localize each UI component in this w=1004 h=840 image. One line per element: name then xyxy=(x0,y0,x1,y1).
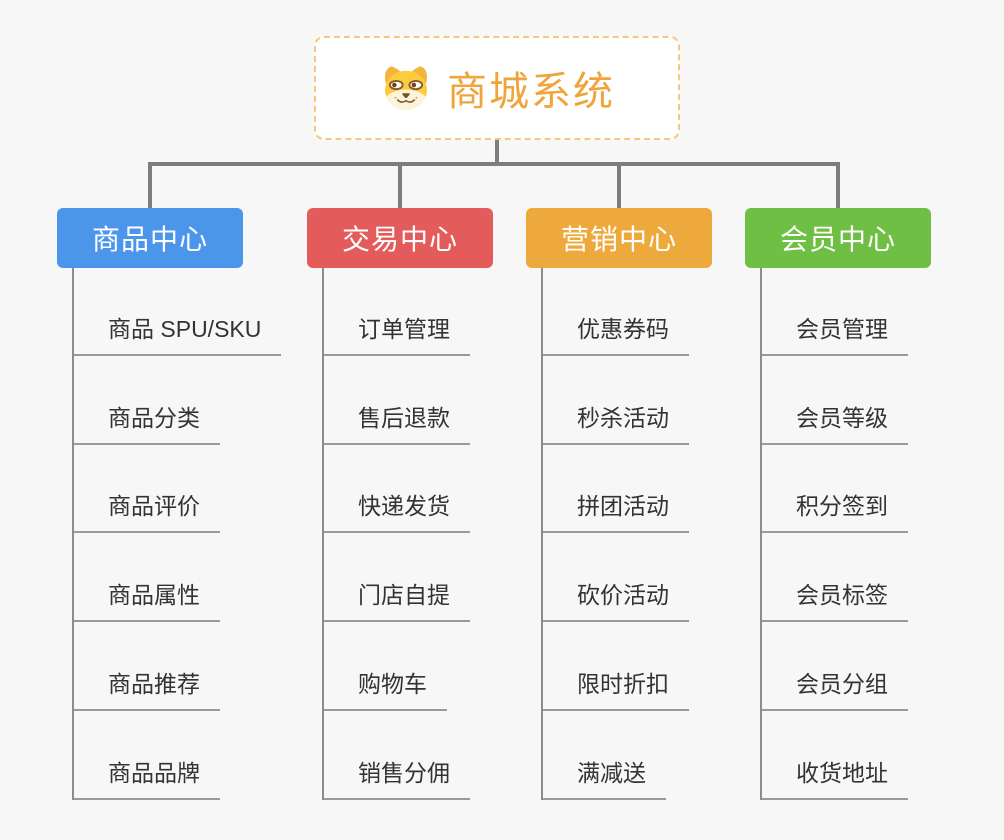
leaf-label: 砍价活动 xyxy=(577,582,669,608)
leaf-node-product-center-0[interactable]: 商品 SPU/SKU xyxy=(74,314,282,356)
leaf-node-member-center-5[interactable]: 收货地址 xyxy=(762,758,908,800)
leaf-node-marketing-center-4[interactable]: 限时折扣 xyxy=(543,669,689,711)
connector-stub xyxy=(617,162,621,208)
branch-header-member-center[interactable]: 会员中心 xyxy=(745,208,931,268)
leaf-label: 会员管理 xyxy=(796,316,888,342)
branch-items-marketing-center: 优惠券码 秒杀活动 拼团活动 砍价活动 限时折扣 满减送 xyxy=(541,268,773,800)
leaf-node-trade-center-4[interactable]: 购物车 xyxy=(324,669,447,711)
leaf-node-marketing-center-1[interactable]: 秒杀活动 xyxy=(543,403,689,445)
root-title: 商城系统 xyxy=(447,70,615,114)
leaf-label: 售后退款 xyxy=(358,405,450,431)
leaf-label: 优惠券码 xyxy=(577,316,669,342)
branch-items-member-center: 会员管理 会员等级 积分签到 会员标签 会员分组 收货地址 xyxy=(760,268,992,800)
leaf-label: 商品推荐 xyxy=(108,671,200,697)
leaf-label: 快递发货 xyxy=(358,493,450,519)
leaf-node-marketing-center-0[interactable]: 优惠券码 xyxy=(543,314,689,356)
leaf-label: 购物车 xyxy=(358,671,427,697)
dog-face-icon xyxy=(385,66,427,110)
branch-label: 交易中心 xyxy=(341,224,458,255)
branch-label: 营销中心 xyxy=(560,224,677,255)
leaf-node-marketing-center-2[interactable]: 拼团活动 xyxy=(543,491,689,533)
leaf-label: 商品 SPU/SKU xyxy=(108,316,262,342)
leaf-label: 积分签到 xyxy=(796,493,888,519)
branch-items-product-center: 商品 SPU/SKU 商品分类 商品评价 商品属性 商品推荐 商品品牌 xyxy=(72,268,304,800)
leaf-label: 拼团活动 xyxy=(577,493,669,519)
connector-horizontal xyxy=(148,162,840,166)
leaf-node-trade-center-5[interactable]: 销售分佣 xyxy=(324,758,470,800)
leaf-node-trade-center-1[interactable]: 售后退款 xyxy=(324,403,470,445)
leaf-label: 会员标签 xyxy=(796,582,888,608)
leaf-node-trade-center-2[interactable]: 快递发货 xyxy=(324,491,470,533)
leaf-node-product-center-2[interactable]: 商品评价 xyxy=(74,491,220,533)
leaf-label: 商品属性 xyxy=(108,582,200,608)
leaf-label: 会员分组 xyxy=(796,671,888,697)
leaf-label: 商品分类 xyxy=(108,405,200,431)
connector-trunk xyxy=(495,140,499,164)
branch-items-trade-center: 订单管理 售后退款 快递发货 门店自提 购物车 销售分佣 xyxy=(322,268,554,800)
connector-stub xyxy=(836,162,840,208)
leaf-node-member-center-0[interactable]: 会员管理 xyxy=(762,314,908,356)
leaf-node-member-center-4[interactable]: 会员分组 xyxy=(762,669,908,711)
leaf-label: 门店自提 xyxy=(358,582,450,608)
leaf-node-trade-center-0[interactable]: 订单管理 xyxy=(324,314,470,356)
branch-header-marketing-center[interactable]: 营销中心 xyxy=(526,208,712,268)
leaf-label: 销售分佣 xyxy=(358,760,450,786)
leaf-node-product-center-5[interactable]: 商品品牌 xyxy=(74,758,220,800)
leaf-label: 满减送 xyxy=(577,760,646,786)
leaf-label: 订单管理 xyxy=(358,316,450,342)
connector-stub xyxy=(398,162,402,208)
leaf-label: 会员等级 xyxy=(796,405,888,431)
leaf-label: 收货地址 xyxy=(796,760,888,786)
leaf-node-product-center-3[interactable]: 商品属性 xyxy=(74,580,220,622)
branch-header-product-center[interactable]: 商品中心 xyxy=(57,208,243,268)
leaf-node-member-center-2[interactable]: 积分签到 xyxy=(762,491,908,533)
leaf-node-trade-center-3[interactable]: 门店自提 xyxy=(324,580,470,622)
leaf-label: 商品评价 xyxy=(108,493,200,519)
leaf-node-marketing-center-3[interactable]: 砍价活动 xyxy=(543,580,689,622)
leaf-node-member-center-1[interactable]: 会员等级 xyxy=(762,403,908,445)
leaf-label: 商品品牌 xyxy=(108,760,200,786)
branch-label: 商品中心 xyxy=(91,224,208,255)
connector-stub xyxy=(148,162,152,208)
root-node[interactable]: 商城系统 xyxy=(314,36,680,140)
branch-header-trade-center[interactable]: 交易中心 xyxy=(307,208,493,268)
leaf-node-marketing-center-5[interactable]: 满减送 xyxy=(543,758,666,800)
leaf-label: 秒杀活动 xyxy=(577,405,669,431)
leaf-node-product-center-4[interactable]: 商品推荐 xyxy=(74,669,220,711)
leaf-node-member-center-3[interactable]: 会员标签 xyxy=(762,580,908,622)
branch-label: 会员中心 xyxy=(779,224,896,255)
leaf-label: 限时折扣 xyxy=(577,671,669,697)
leaf-node-product-center-1[interactable]: 商品分类 xyxy=(74,403,220,445)
